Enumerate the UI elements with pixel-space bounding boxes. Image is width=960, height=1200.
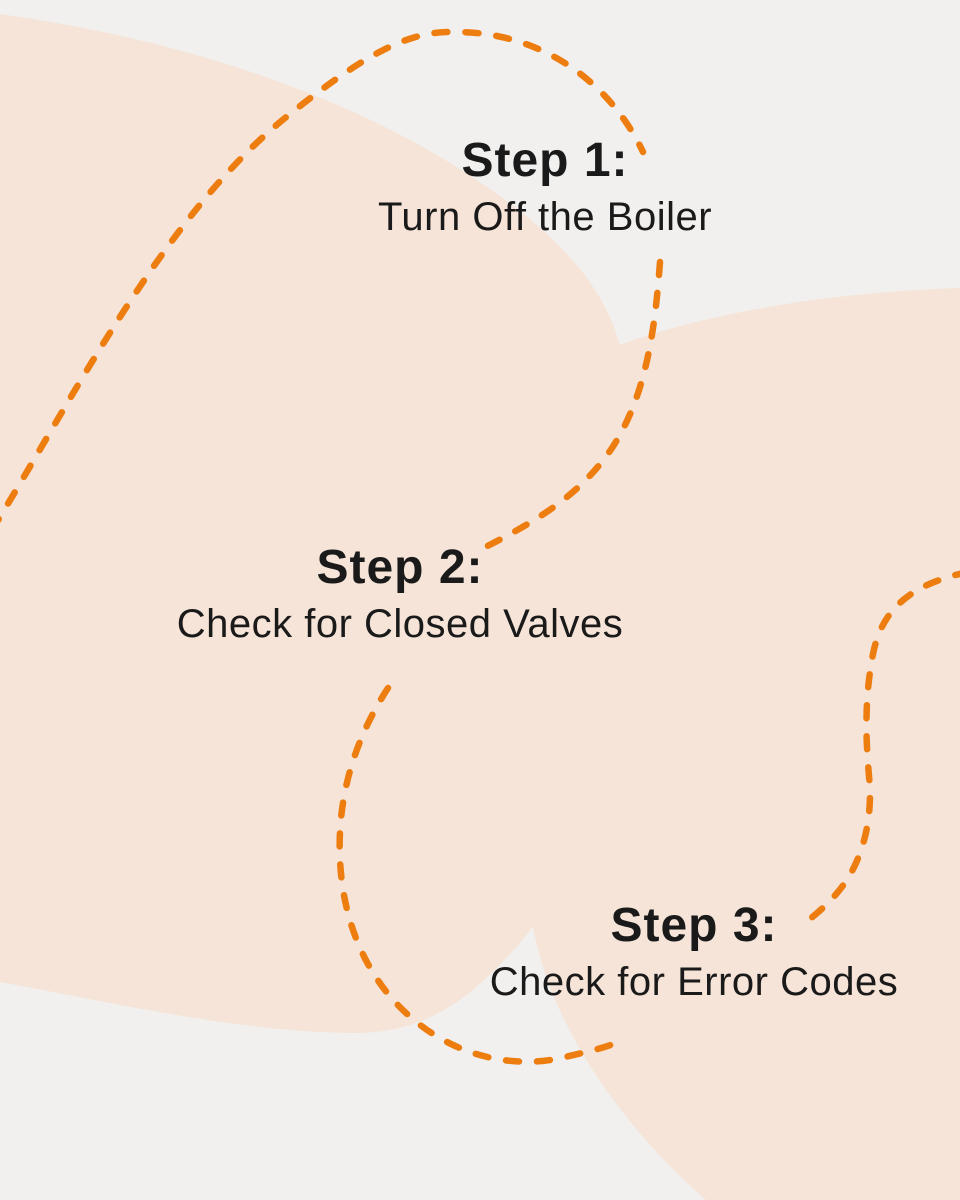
step-1-subtitle: Turn Off the Boiler bbox=[377, 194, 713, 239]
step-2-title: Step 2: bbox=[316, 541, 484, 594]
blob-bottom-right bbox=[520, 288, 960, 1200]
step-1: Step 1: Turn Off the Boiler bbox=[378, 134, 712, 240]
step-2: Step 2: Check for Closed Valves bbox=[177, 541, 624, 647]
step-3: Step 3: Check for Error Codes bbox=[490, 899, 898, 1005]
dashed-curve-left-to-step1 bbox=[0, 28, 647, 524]
step-3-title: Step 3: bbox=[610, 899, 778, 952]
step-3-subtitle: Check for Error Codes bbox=[489, 959, 899, 1004]
dashed-curve-step1-to-step2 bbox=[474, 258, 664, 555]
blob-top-left bbox=[0, 14, 640, 1034]
step-1-title: Step 1: bbox=[461, 134, 629, 187]
step-2-subtitle: Check for Closed Valves bbox=[176, 601, 624, 646]
